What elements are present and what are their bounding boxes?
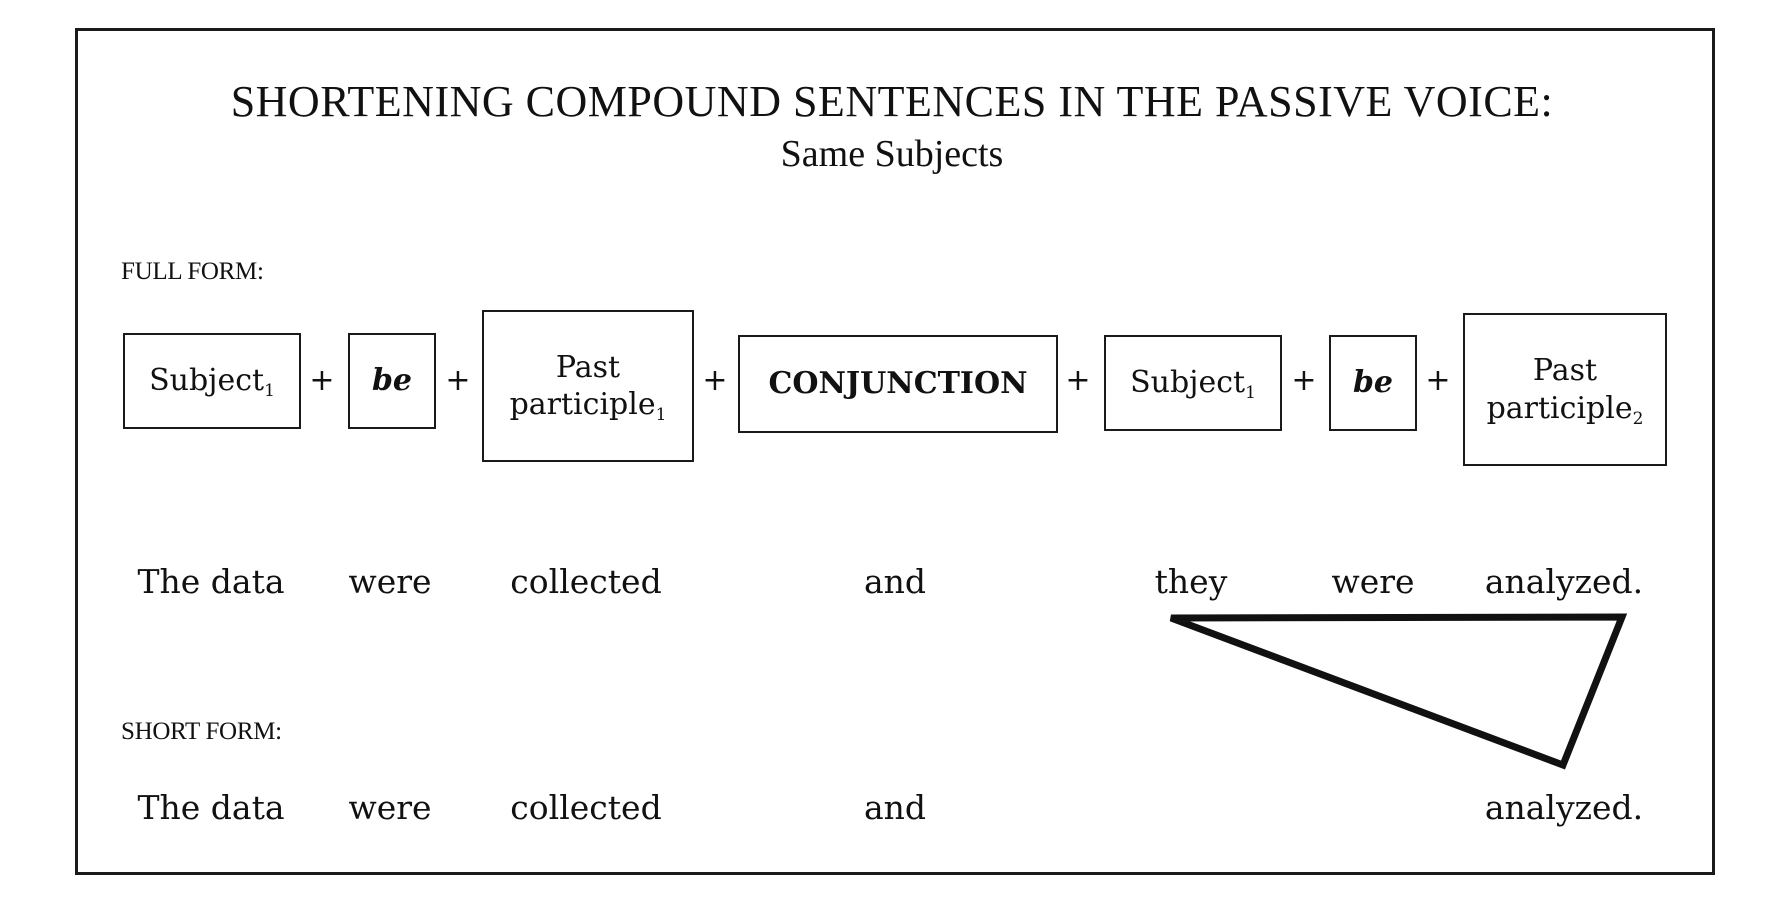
formula-box-be-1: be	[348, 333, 436, 429]
formula-box-conjunction: CONJUNCTION	[738, 335, 1058, 433]
full-form-label: FULL FORM:	[121, 258, 264, 285]
formula-box-past-participle-1: Past participle1	[482, 310, 694, 462]
plus-sign: +	[445, 363, 471, 398]
plus-sign: +	[1065, 363, 1091, 398]
diagram-subtitle: Same Subjects	[780, 133, 1004, 175]
plus-sign: +	[309, 363, 335, 398]
short-example-word: and	[863, 788, 927, 827]
full-example-word: were	[348, 562, 432, 601]
formula-box-be-2: be	[1329, 335, 1417, 431]
formula-box-subject-1: Subject1	[123, 333, 301, 429]
short-example-word: analyzed.	[1484, 788, 1644, 827]
short-example-word: were	[348, 788, 432, 827]
full-example-word: were	[1331, 562, 1415, 601]
short-form-label: SHORT FORM:	[121, 718, 282, 745]
short-example-word: The data	[137, 788, 285, 827]
full-example-word: The data	[137, 562, 285, 601]
full-example-word: collected	[510, 562, 662, 601]
full-example-word: analyzed.	[1484, 562, 1644, 601]
formula-box-subject-2: Subject1	[1104, 335, 1282, 431]
formula-box-past-participle-2: Past participle2	[1463, 313, 1667, 466]
plus-sign: +	[1291, 363, 1317, 398]
diagram-title: SHORTENING COMPOUND SENTENCES IN THE PAS…	[230, 77, 1554, 126]
diagram-frame	[75, 28, 1715, 875]
short-example-word: collected	[510, 788, 662, 827]
full-example-word: they	[1154, 562, 1228, 601]
plus-sign: +	[702, 363, 728, 398]
full-example-word: and	[863, 562, 927, 601]
plus-sign: +	[1425, 363, 1451, 398]
